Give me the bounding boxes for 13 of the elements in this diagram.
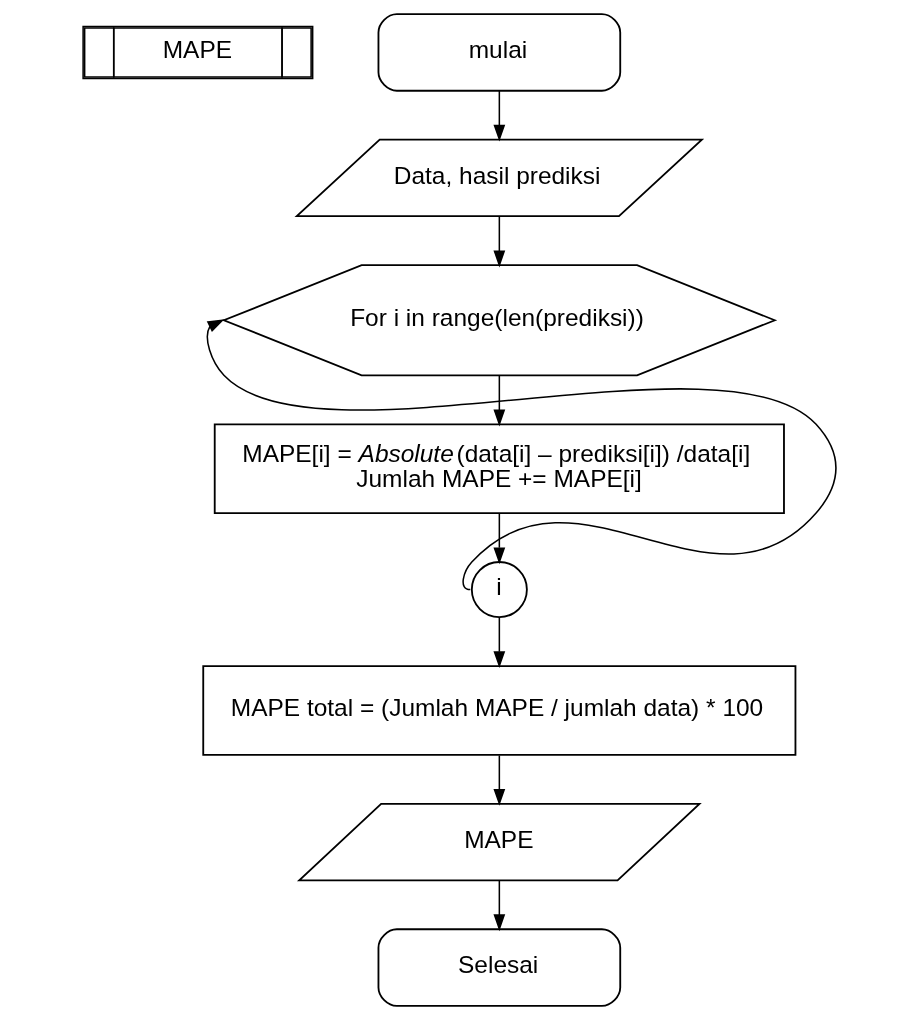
arrow — [492, 616, 505, 669]
node-box: MAPE total = (Jumlah MAPE / jumlah data) * 100 — [201, 665, 796, 756]
arrow — [492, 216, 505, 268]
arrow — [492, 374, 505, 427]
arrow — [492, 89, 505, 142]
node-box: Selesai — [377, 928, 621, 1007]
node-box: MAPE[i] = Absolute(data[i] – prediksi[i]) /data[i] Jumlah MAPE += MAPE[i] — [213, 423, 785, 514]
arrow — [206, 319, 837, 591]
arrow — [492, 754, 505, 806]
arrow — [492, 879, 505, 932]
node-box: mulai — [377, 13, 621, 92]
arrow — [492, 512, 505, 565]
node-circle: i — [470, 561, 528, 619]
